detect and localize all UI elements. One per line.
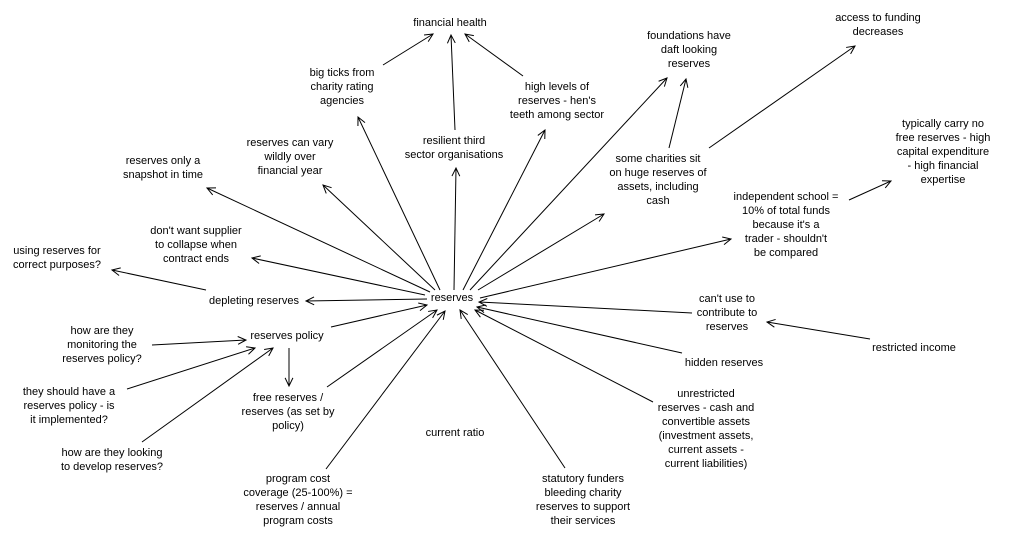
edge-restricted_income-to-cant_use	[765, 318, 871, 340]
node-foundations: foundations have daft looking reserves	[647, 30, 731, 70]
arrowhead-icon	[475, 304, 486, 313]
arrowhead-icon	[246, 346, 257, 355]
edge-statutory-to-reserves	[459, 309, 566, 469]
arrowhead-icon	[451, 166, 461, 177]
edge-reserves-to-snapshot	[205, 187, 431, 293]
edge-hidden-to-reserves	[475, 304, 683, 354]
arrowhead-icon	[428, 309, 438, 319]
node-hidden: hidden reserves	[684, 357, 764, 369]
node-resilient: resilient third sector organisations	[404, 135, 504, 161]
node-reserves-policy: reserves policy	[250, 330, 324, 342]
node-unrestricted: unrestricted reserves - cash and convert…	[657, 388, 755, 470]
arrowhead-icon	[357, 115, 366, 127]
edge-some_charities-to-foundations	[668, 77, 689, 149]
arrowhead-icon	[446, 33, 456, 44]
edge-depleting-to-correct_purposes	[110, 267, 207, 291]
edge-unrestricted-to-reserves	[473, 309, 654, 403]
arrowhead-icon	[679, 77, 689, 88]
arrowhead-icon	[284, 377, 294, 388]
node-access-funding: access to funding decreases	[835, 12, 921, 38]
arrowhead-icon	[477, 298, 488, 307]
edge-develop-to-reserves_policy	[141, 347, 274, 443]
arrowhead-icon	[322, 184, 332, 194]
edge-reserves_policy-to-free_reserves	[284, 348, 294, 388]
node-can-vary: reserves can vary wildly over financial …	[246, 137, 334, 177]
node-financial-health: financial health	[413, 17, 487, 29]
node-high-levels: high levels of reserves - hen's teeth am…	[509, 81, 605, 121]
arrowhead-icon	[464, 33, 474, 43]
edge-reserves-to-supplier	[250, 255, 426, 296]
node-program-cost: program cost coverage (25-100%) = reserv…	[243, 473, 353, 527]
edge-cant_use-to-reserves	[477, 298, 693, 314]
node-current-ratio: current ratio	[425, 427, 485, 439]
arrowhead-icon	[765, 318, 776, 328]
edge-big_ticks-to-financial_health	[382, 33, 434, 66]
arrowhead-icon	[304, 296, 315, 306]
node-correct-purposes: using reserves for correct purposes?	[12, 245, 102, 271]
node-should-have: they should have a reserves policy - is …	[22, 386, 116, 426]
edge-free_reserves-to-reserves	[326, 309, 438, 388]
arrowhead-icon	[594, 213, 605, 222]
edge-program_cost-to-reserves	[325, 310, 446, 470]
edge-reserves-to-resilient	[451, 166, 461, 291]
edge-should_have-to-reserves_policy	[126, 346, 257, 390]
edge-reserves-to-can_vary	[322, 184, 436, 291]
arrowhead-icon	[658, 77, 668, 87]
node-monitoring: how are they monitoring the reserves pol…	[62, 325, 142, 365]
edge-reserves-to-some_charities	[477, 213, 605, 291]
arrowhead-icon	[418, 302, 429, 312]
edge-reserves-to-foundations	[469, 77, 668, 291]
node-big-ticks: big ticks from charity rating agencies	[309, 67, 375, 107]
arrowhead-icon	[722, 236, 733, 246]
edge-monitoring-to-reserves_policy	[151, 336, 248, 346]
edge-reserves-to-high_levels	[462, 128, 546, 291]
arrowhead-icon	[459, 309, 469, 319]
arrowhead-icon	[881, 180, 893, 189]
arrowhead-icon	[264, 347, 274, 357]
arrowhead-icon	[846, 45, 856, 55]
node-cant-use: can't use to contribute to reserves	[696, 293, 758, 333]
node-reserves: reserves	[430, 292, 474, 304]
arrowhead-icon	[423, 33, 434, 42]
edge-high_levels-to-financial_health	[464, 33, 524, 77]
arrowhead-icon	[250, 255, 261, 264]
node-supplier: don't want supplier to collapse when con…	[150, 225, 242, 265]
node-statutory: statutory funders bleeding charity reser…	[535, 473, 631, 527]
node-depleting: depleting reserves	[209, 295, 299, 307]
arrowhead-icon	[537, 128, 546, 140]
edge-reserves-to-big_ticks	[357, 115, 441, 291]
edge-reserves_policy-to-reserves	[330, 302, 429, 328]
node-some-charities: some charities sit on huge reserves of a…	[609, 153, 707, 207]
edge-independent_school-to-typically_carry	[848, 180, 893, 201]
edge-resilient-to-financial_health	[446, 33, 456, 131]
node-independent-school: independent school = 10% of total funds …	[733, 191, 839, 259]
edge-reserves-to-independent_school	[479, 236, 733, 299]
arrowhead-icon	[110, 267, 121, 276]
node-free-reserves: free reserves / reserves (as set by poli…	[241, 392, 335, 432]
edge-reserves-to-depleting	[304, 296, 428, 306]
node-typically-carry: typically carry no free reserves - high …	[895, 118, 991, 186]
arrowhead-icon	[237, 336, 248, 345]
node-snapshot: reserves only a snapshot in time	[122, 155, 204, 181]
node-restricted-income: restricted income	[872, 342, 956, 354]
arrowhead-icon	[436, 310, 446, 320]
edge-some_charities-to-access_funding	[708, 45, 856, 149]
node-develop: how are they looking to develop reserves…	[60, 447, 164, 473]
arrowhead-icon	[205, 187, 217, 196]
